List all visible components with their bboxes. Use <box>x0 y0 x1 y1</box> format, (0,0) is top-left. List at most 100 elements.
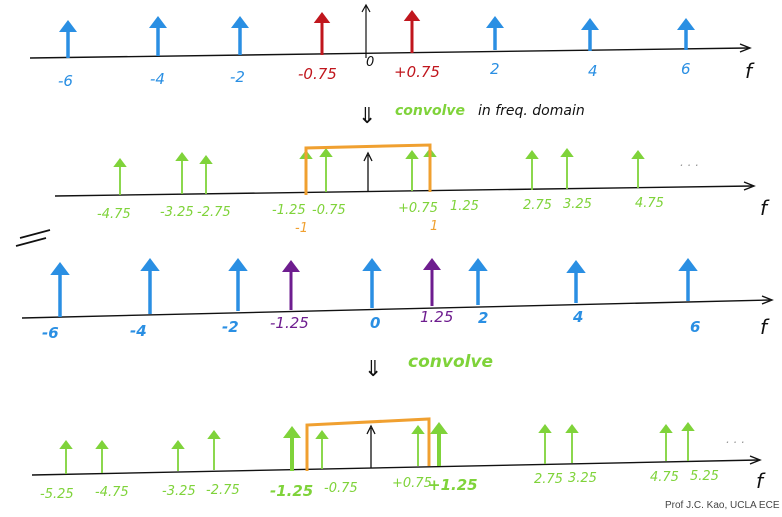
row4-green-impulse-head <box>207 430 221 439</box>
row3-blue-impulse-head <box>140 258 160 271</box>
row4-frequency-axis <box>31 459 759 476</box>
row1-axis-arrowhead <box>739 43 752 53</box>
row4-label-minus3-25: -3.25 <box>162 484 196 499</box>
row1-blue-impulse <box>149 16 167 56</box>
row4-label-5-25: 5.25 <box>690 469 719 484</box>
row2-green-impulse-head <box>175 152 189 161</box>
step2-annotation: ⇓ convolve <box>364 352 493 382</box>
row1-label-minus4: -4 <box>150 70 165 88</box>
row2-green-impulse-head <box>560 148 574 157</box>
row3-blue-impulse-head <box>362 258 382 271</box>
row3-axis-f-label: f <box>760 315 770 339</box>
row2-axis-f-label: f <box>760 196 770 220</box>
row2-box-label-minus1: -1 <box>295 221 308 236</box>
row4-green-impulse <box>315 430 329 469</box>
row2-green-impulse <box>631 150 645 188</box>
row1-red-impulse-pos-head <box>403 10 421 21</box>
equivalence-mark-symbol: = <box>0 0 1 1</box>
row3-purple-impulse-neg <box>282 260 300 310</box>
row2-axis-arrowhead <box>743 181 756 191</box>
row1-label-zero: 0 <box>366 55 374 70</box>
row3-blue-impulse-head <box>678 258 698 271</box>
row2-label-3-25: 3.25 <box>563 197 592 212</box>
row2-green-impulse-head <box>319 148 333 157</box>
row1-blue-impulse-head <box>677 18 695 30</box>
row3-blue-impulse <box>140 258 160 314</box>
row1-blue-impulse <box>581 18 599 51</box>
author-credit: Prof J.C. Kao, UCLA ECE <box>665 500 780 511</box>
row2-green-impulse-head <box>405 150 419 159</box>
row4-green-impulse-minus1-25-head <box>283 426 301 438</box>
row2-label-minus0-75: -0.75 <box>312 203 346 218</box>
step2-convolve-text: convolve <box>408 352 493 372</box>
row3-blue-impulse <box>678 258 698 301</box>
row1-label-plus0-75: +0.75 <box>394 63 440 81</box>
row1-label-2: 2 <box>490 60 500 78</box>
row4-spectrum: f -5.25 -4.75 -3.25 -2.75 -1.25 -0.75 +0… <box>31 417 766 502</box>
row3-label-4: 4 <box>572 308 583 326</box>
row2-green-impulse-head <box>631 150 645 159</box>
row4-green-impulse <box>681 422 695 461</box>
row2-green-impulse <box>560 148 574 189</box>
row4-green-impulse-head <box>681 422 695 431</box>
row1-label-minus0-75: -0.75 <box>298 65 337 83</box>
row1-spectrum: f -6 -4 -2 -0.75 0 +0.75 2 4 6 <box>29 3 755 90</box>
row4-label-2-75: 2.75 <box>534 472 563 487</box>
row4-axis-f-label: f <box>756 469 766 493</box>
row4-green-impulse-plus1-25 <box>430 422 448 466</box>
row4-green-impulse <box>411 425 425 466</box>
row3-blue-impulse-head <box>228 258 248 271</box>
row1-blue-impulse-head <box>486 16 504 28</box>
row2-label-2-75: 2.75 <box>523 198 552 213</box>
row4-label-3-25: 3.25 <box>568 471 597 486</box>
row4-axis-arrowhead <box>749 455 762 465</box>
row4-label-minus1-25: -1.25 <box>270 482 313 500</box>
row2-label-minus2-75: -2.75 <box>197 205 231 220</box>
row4-green-impulse-head <box>315 430 329 439</box>
row4-green-impulse-minus1-25 <box>283 426 301 471</box>
row4-label-4-75: 4.75 <box>650 470 679 485</box>
row3-blue-impulse-head <box>50 262 70 275</box>
row2-label-minus1-25: -1.25 <box>272 203 306 218</box>
row3-label-1-25: 1.25 <box>420 308 453 326</box>
row1-blue-impulse <box>486 16 504 50</box>
row1-vertical-axis-arrowhead <box>361 3 371 13</box>
row2-green-impulse-head <box>525 150 539 159</box>
row2-label-4-75: 4.75 <box>635 196 664 211</box>
row3-label-minus4: -4 <box>130 322 147 340</box>
row3-blue-impulse <box>228 258 248 311</box>
row4-green-impulse-plus1-25-head <box>430 422 448 434</box>
row3-label-2: 2 <box>478 309 488 327</box>
row4-green-impulse <box>538 424 552 464</box>
equals-stroke-top <box>19 229 51 239</box>
row3-purple-impulse-neg-head <box>282 260 300 272</box>
row4-rect-window <box>305 417 431 471</box>
row1-blue-impulse-head <box>581 18 599 30</box>
row1-label-minus6: -6 <box>58 72 73 90</box>
row2-green-impulse <box>525 150 539 190</box>
step1-convolve-text: convolve <box>395 103 465 119</box>
row2-green-impulse <box>199 155 213 194</box>
step1-domain-text: in freq. domain <box>478 103 585 119</box>
row3-blue-impulse <box>362 258 382 308</box>
row4-green-impulse <box>659 424 673 461</box>
row4-green-impulse-head <box>171 440 185 449</box>
row2-label-1-25: 1.25 <box>450 199 479 214</box>
row3-label-zero: 0 <box>370 314 380 332</box>
row4-label-plus0-75: +0.75 <box>392 476 432 491</box>
row1-axis-f-label: f <box>745 59 755 83</box>
row3-spectrum: f -6 -4 -2 -1.25 0 1.25 2 4 6 <box>21 258 774 342</box>
row3-blue-impulse <box>50 262 70 317</box>
row3-blue-impulse-head <box>468 258 488 271</box>
row3-purple-impulse-pos <box>423 258 441 306</box>
row1-red-impulse-neg-head <box>313 12 331 23</box>
row1-frequency-axis <box>29 47 749 59</box>
row2-spectrum: f -4.75 -3.25 -2.75 -1.25 -0.75 +0.75 1.… <box>54 143 770 236</box>
row2-box-label-1: 1 <box>430 219 438 234</box>
row4-label-minus5-25: -5.25 <box>40 487 74 502</box>
row1-blue-impulse-head <box>149 16 167 28</box>
row1-red-impulse-neg <box>313 12 331 55</box>
row4-green-impulse-head <box>538 424 552 433</box>
